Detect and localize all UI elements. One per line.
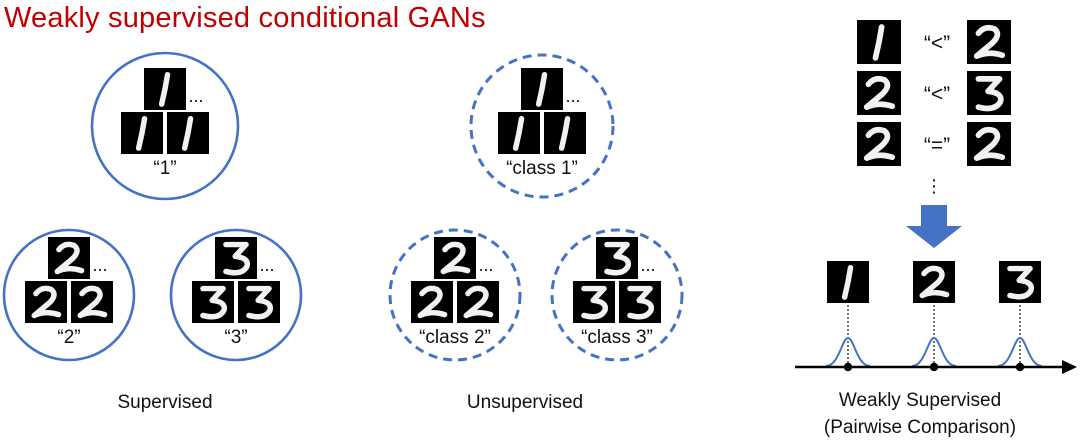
vertical-ellipsis: ⋮ xyxy=(925,176,943,196)
digit-2-stroke xyxy=(863,126,896,161)
digit-image-top xyxy=(521,68,563,110)
cluster-ellipsis: ... xyxy=(565,86,580,106)
digit-1-stroke xyxy=(535,71,548,107)
cluster-ellipsis: ... xyxy=(188,86,203,106)
digit-1-stroke xyxy=(158,71,171,107)
comparison-relation: “<” xyxy=(924,83,950,106)
gaussian-bump xyxy=(911,336,957,367)
unsupervised-cluster-1: ... “class 1” xyxy=(469,53,615,199)
digit-1-stroke xyxy=(135,115,148,151)
digit-2-stroke xyxy=(54,241,85,275)
weakly-caption-line1: Weakly Supervised xyxy=(838,390,1002,411)
digit-2-stroke xyxy=(31,285,62,319)
digit-2-stroke xyxy=(440,241,471,275)
digit-1-stroke xyxy=(558,115,571,151)
cluster-ellipsis: ... xyxy=(640,255,655,275)
supervised-caption: Supervised xyxy=(117,392,213,413)
page-title: Weakly supervised conditional GANs xyxy=(4,2,486,34)
digit-3-stroke xyxy=(581,285,609,320)
digit-image-bottom-right xyxy=(457,281,499,323)
supervised-cluster-2: ... “2” xyxy=(2,228,136,362)
unsupervised-cluster-3: ... “class 3” xyxy=(550,228,684,362)
cluster-label: “2” xyxy=(57,327,80,348)
digit-2-stroke xyxy=(863,75,896,110)
digit-1-stroke xyxy=(181,115,194,151)
digit-image-top xyxy=(144,68,186,110)
supervised-cluster-1: ... “1” xyxy=(90,51,240,201)
digit-1-stroke xyxy=(512,115,525,151)
cluster-circle xyxy=(469,53,615,199)
digit-image-bottom-left xyxy=(25,281,67,323)
pairwise-comparison-row: “<” xyxy=(857,20,1011,64)
digit-image-bottom-left xyxy=(192,281,234,323)
digit-image-top xyxy=(48,237,90,279)
weakly-caption-line2: (Pairwise Comparison) xyxy=(823,417,1017,438)
digit-2-stroke xyxy=(919,265,950,299)
digit-2-stroke xyxy=(973,126,1006,161)
gaussian-bump xyxy=(997,336,1043,367)
unsupervised-caption: Unsupervised xyxy=(466,392,584,413)
cluster-label: “class 3” xyxy=(581,327,653,348)
pairwise-comparison-row: “<” xyxy=(857,71,1011,115)
cluster-ellipsis: ... xyxy=(478,255,493,275)
comparison-right-digit xyxy=(967,20,1011,64)
pairwise-comparison-row: “=” xyxy=(857,122,1011,166)
digit-3-stroke xyxy=(604,241,632,276)
cluster-label: “3” xyxy=(224,327,247,348)
digit-image-top xyxy=(434,237,476,279)
comparison-left-digit xyxy=(857,122,901,166)
digit-image-bottom-right xyxy=(167,112,209,154)
digit-2-stroke xyxy=(973,24,1006,59)
cluster-circle xyxy=(550,228,684,362)
digit-3-stroke xyxy=(1007,265,1035,300)
cluster-label: “class 2” xyxy=(419,327,491,348)
comparison-left-digit xyxy=(857,71,901,115)
comparison-left-digit xyxy=(857,20,901,64)
digit-image-bottom-left xyxy=(573,281,615,323)
cluster-ellipsis: ... xyxy=(259,255,274,275)
cluster-ellipsis: ... xyxy=(92,255,107,275)
cluster-label: “1” xyxy=(153,158,176,179)
digit-image-bottom-right xyxy=(71,281,113,323)
digit-2-stroke xyxy=(77,285,108,319)
gaussian-bump xyxy=(825,336,871,367)
digit-image-top xyxy=(215,237,257,279)
digit-3-stroke xyxy=(223,241,251,276)
unsupervised-cluster-2: ... “class 2” xyxy=(388,228,522,362)
digit-3-stroke xyxy=(975,76,1004,112)
supervised-cluster-3: ... “3” xyxy=(169,228,303,362)
ordered-digit-1 xyxy=(827,261,869,303)
digit-image-bottom-right xyxy=(544,112,586,154)
digit-2-stroke xyxy=(463,285,494,319)
number-line-point xyxy=(843,362,853,372)
number-line-arrowhead xyxy=(1062,360,1077,374)
cluster-circle xyxy=(169,228,303,362)
digit-1-stroke xyxy=(841,264,854,300)
digit-3-stroke xyxy=(627,285,655,320)
number-line-point xyxy=(929,362,939,372)
ordered-digit-2 xyxy=(913,261,955,303)
comparison-relation: “=” xyxy=(924,134,950,157)
comparison-right-digit xyxy=(967,71,1011,115)
ordered-digit-3 xyxy=(999,261,1041,303)
digit-image-top xyxy=(596,237,638,279)
cluster-circle xyxy=(388,228,522,362)
digit-image-bottom-left xyxy=(121,112,163,154)
cluster-circle xyxy=(90,51,240,201)
cluster-label: “class 1” xyxy=(506,158,578,179)
digit-3-stroke xyxy=(200,285,228,320)
digit-image-bottom-right xyxy=(619,281,661,323)
digit-3-stroke xyxy=(246,285,274,320)
digit-1-stroke xyxy=(872,24,885,61)
down-arrow xyxy=(906,205,962,248)
comparison-relation: “<” xyxy=(924,32,950,55)
comparison-right-digit xyxy=(967,122,1011,166)
digit-2-stroke xyxy=(417,285,448,319)
number-line-point xyxy=(1015,362,1025,372)
digit-image-bottom-left xyxy=(498,112,540,154)
cluster-circle xyxy=(2,228,136,362)
digit-image-bottom-right xyxy=(238,281,280,323)
digit-image-bottom-left xyxy=(411,281,453,323)
